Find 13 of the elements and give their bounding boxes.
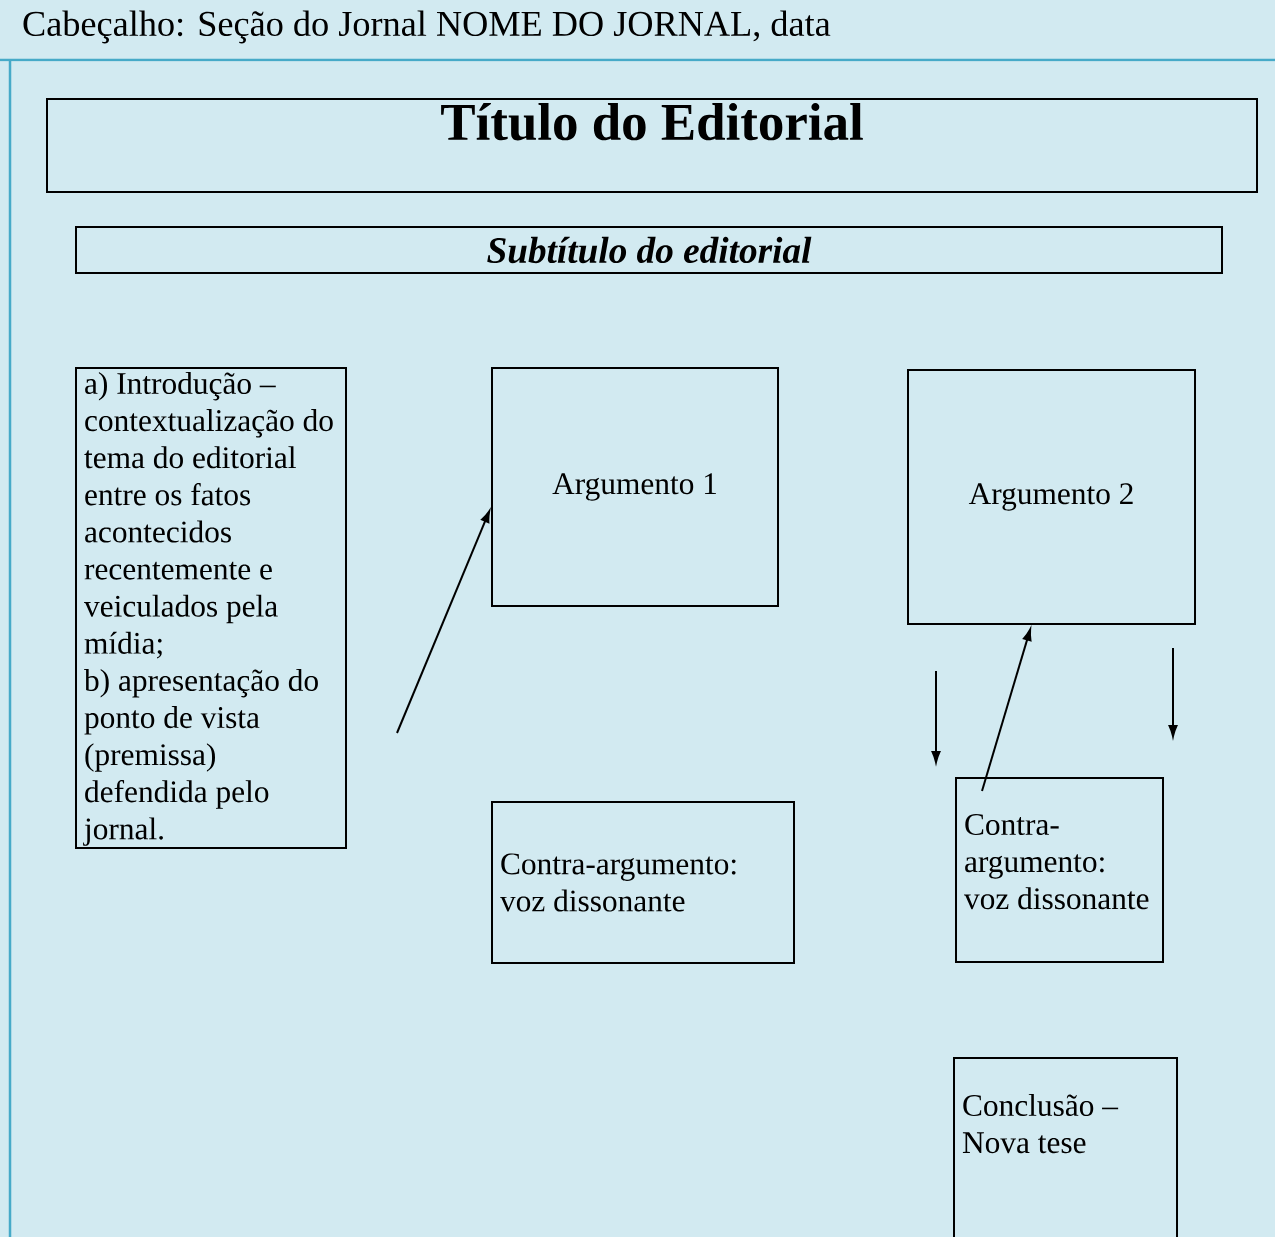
subtitle-box: Subtítulo do editorial xyxy=(75,226,1223,274)
arrow xyxy=(981,628,1032,792)
text-box: Argumento 1 xyxy=(491,367,779,607)
title-box: Título do Editorial xyxy=(46,98,1258,193)
header-band: Cabeçalho: Seção do Jornal NOME DO JORNAL, data xyxy=(0,0,1275,62)
arrow xyxy=(931,670,941,764)
arrow xyxy=(1168,647,1178,738)
text-box: a) Introdução – contextualização do tema do editorial entre os fatos acontecidos recentemente e veiculados pela mídia; b) apresentação do ponto de vista (premissa) defendida pelo jornal. xyxy=(75,367,347,849)
text-box: Conclusão – Nova tese xyxy=(953,1057,1178,1237)
text-box: Contra-argumento: voz dissonante xyxy=(491,801,795,964)
text-box: Argumento 2 xyxy=(907,369,1196,625)
text-box: Contra-argumento: voz dissonante xyxy=(955,777,1164,963)
arrow xyxy=(396,510,491,734)
